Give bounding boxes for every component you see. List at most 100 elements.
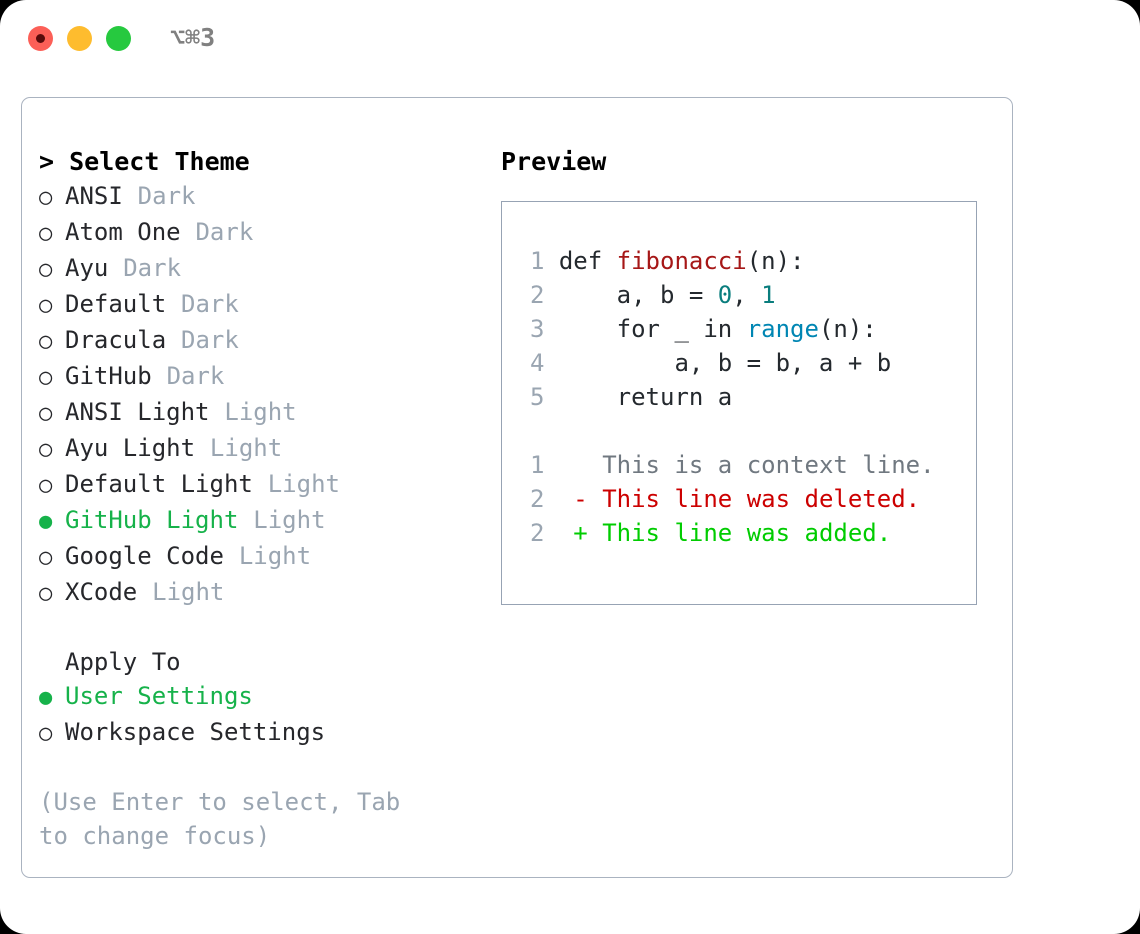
code-line: 2 a, b = 0, 1	[518, 278, 970, 312]
theme-category-label: Light	[238, 542, 312, 570]
radio-unselected-icon[interactable]: ○	[39, 721, 53, 746]
line-number: 2	[529, 485, 545, 513]
code-line: 1 def fibonacci(n):	[518, 244, 970, 278]
theme-option-row[interactable]: ○ Default Dark	[39, 287, 499, 323]
theme-category-label: Dark	[181, 290, 239, 318]
apply-to-option-label: Workspace Settings	[65, 718, 326, 746]
theme-option-row[interactable]: ● GitHub Light Light	[39, 503, 499, 539]
diff-text: This line was added.	[602, 519, 892, 547]
line-number: 2	[529, 519, 545, 547]
line-number: 4	[529, 349, 545, 377]
theme-category-label: Dark	[181, 326, 239, 354]
theme-option-label: Default	[65, 290, 167, 318]
code-diff-spacer	[518, 414, 970, 448]
theme-option-row[interactable]: ○ XCode Light	[39, 575, 499, 611]
radio-unselected-icon[interactable]: ○	[39, 221, 53, 246]
code-token: return a	[558, 383, 733, 411]
theme-category-label: Dark	[123, 254, 182, 282]
code-token: range	[746, 315, 819, 343]
radio-unselected-icon[interactable]: ○	[39, 437, 53, 462]
radio-selected-icon[interactable]: ●	[39, 685, 53, 710]
apply-to-list: ● User Settings ○ Workspace Settings	[39, 679, 499, 751]
code-line: 4 a, b = b, a + b	[518, 346, 970, 380]
theme-option-label: Ayu Light	[65, 434, 196, 462]
radio-unselected-icon[interactable]: ○	[39, 581, 53, 606]
theme-category-label: Dark	[137, 182, 196, 210]
close-button-icon[interactable]	[28, 26, 53, 51]
theme-category-label: Light	[224, 398, 297, 426]
code-token: for _ in	[558, 315, 747, 343]
radio-unselected-icon[interactable]: ○	[39, 257, 53, 282]
theme-option-row[interactable]: ○ Ayu Light Light	[39, 431, 499, 467]
theme-option-label: GitHub Light	[65, 506, 239, 534]
theme-category-label: Light	[152, 578, 225, 606]
radio-unselected-icon[interactable]: ○	[39, 365, 53, 390]
line-number: 5	[529, 383, 545, 411]
theme-option-row[interactable]: ○ Dracula Dark	[39, 323, 499, 359]
theme-option-label: Atom One	[65, 218, 181, 246]
code-token: fibonacci	[616, 247, 747, 275]
theme-option-row[interactable]: ○ Ayu Dark	[39, 251, 499, 287]
code-token: a, b = b, a + b	[558, 349, 892, 377]
diff-sign: +	[573, 519, 603, 547]
preview-heading: Preview	[501, 147, 607, 176]
theme-option-row[interactable]: ○ ANSI Dark	[39, 179, 499, 215]
theme-option-label: Ayu	[65, 254, 109, 282]
select-theme-heading: > Select Theme	[39, 147, 250, 176]
apply-to-heading: Apply To	[65, 648, 181, 676]
line-number: 1	[529, 451, 545, 479]
radio-unselected-icon[interactable]: ○	[39, 545, 53, 570]
radio-unselected-icon[interactable]: ○	[39, 185, 53, 210]
theme-option-label: XCode	[65, 578, 138, 606]
code-token: 1	[761, 281, 776, 309]
theme-category-label: Dark	[195, 218, 254, 246]
maximize-button-icon[interactable]	[106, 26, 131, 51]
theme-option-label: ANSI	[65, 182, 123, 210]
theme-option-row[interactable]: ○ GitHub Dark	[39, 359, 499, 395]
line-number: 2	[529, 281, 545, 309]
diff-block: 1 This is a context line. 2 - This line w…	[518, 448, 970, 550]
theme-category-label: Light	[253, 506, 326, 534]
list-spacer	[39, 611, 499, 645]
apply-to-option-row[interactable]: ● User Settings	[39, 679, 499, 715]
theme-option-label: Dracula	[65, 326, 167, 354]
code-token: 0	[717, 281, 733, 309]
preview-column: Preview 1 def fibonacci(n):2 a, b = 0, 1…	[501, 145, 1001, 605]
radio-selected-icon[interactable]: ●	[39, 509, 53, 534]
keyboard-hint-text: (Use Enter to select, Tab to change focu…	[39, 788, 415, 850]
minimize-button-icon[interactable]	[67, 26, 92, 51]
diff-sign	[573, 451, 602, 479]
line-number: 3	[529, 315, 545, 343]
code-line: 5 return a	[518, 380, 970, 414]
code-token: a, b =	[558, 281, 718, 309]
diff-text: This line was deleted.	[602, 485, 921, 513]
radio-unselected-icon[interactable]: ○	[39, 473, 53, 498]
apply-to-option-label: User Settings	[65, 682, 253, 710]
code-token: def	[558, 247, 617, 275]
theme-category-label: Dark	[166, 362, 225, 390]
radio-unselected-icon[interactable]: ○	[39, 401, 53, 426]
diff-sign: -	[573, 485, 603, 513]
diff-line: 2 + This line was added.	[518, 516, 970, 550]
radio-unselected-icon[interactable]: ○	[39, 329, 53, 354]
apply-to-option-row[interactable]: ○ Workspace Settings	[39, 715, 499, 751]
line-number: 1	[529, 247, 545, 275]
radio-unselected-icon[interactable]: ○	[39, 293, 53, 318]
code-line: 3 for _ in range(n):	[518, 312, 970, 346]
theme-category-label: Light	[209, 434, 283, 462]
theme-option-row[interactable]: ○ Atom One Dark	[39, 215, 499, 251]
code-token: ,	[732, 281, 762, 309]
diff-text: This is a context line.	[602, 451, 935, 479]
code-token: (n):	[818, 315, 877, 343]
theme-option-label: GitHub	[65, 362, 152, 390]
theme-option-label: Default Light	[65, 470, 253, 498]
